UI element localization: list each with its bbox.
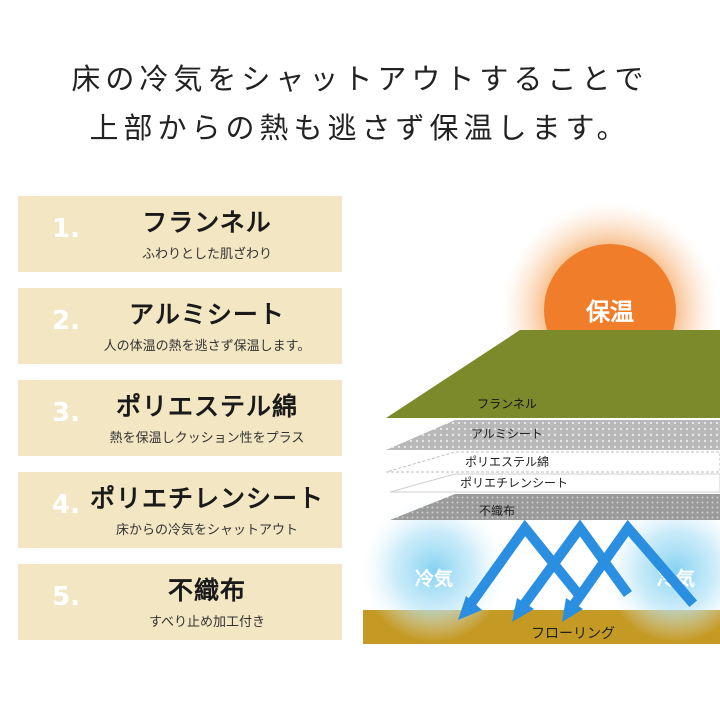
layer-nonwoven-band xyxy=(390,494,720,520)
layer-card-nonwoven: 5. 不織布 すべり止め加工付き xyxy=(18,564,342,640)
layer-description: 人の体温の熱を逃さず保温します。 xyxy=(103,339,311,354)
arrow-head-1 xyxy=(458,596,482,620)
arrow-head-2 xyxy=(512,598,534,622)
diagram-label-aluminum: アルミシート xyxy=(471,427,543,441)
layer-description: 熱を保温しクッション性をプラス xyxy=(109,431,305,446)
layer-description: すべり止め加工付き xyxy=(148,615,266,630)
layer-card-polyethylene-sheet: 4. ポリエチレンシート 床からの冷気をシャットアウト xyxy=(18,472,342,548)
layer-number: 5. xyxy=(52,582,80,612)
layer-card-aluminum-sheet: 2. アルミシート 人の体温の熱を逃さず保温します。 xyxy=(18,288,342,364)
layer-description: 床からの冷気をシャットアウト xyxy=(115,523,298,538)
layer-title: 不織布 xyxy=(167,576,246,605)
warm-label: 保温 xyxy=(585,298,634,326)
layer-number: 2. xyxy=(52,306,80,336)
cold-arrow-3 xyxy=(563,519,698,617)
cold-air-arrows xyxy=(463,519,698,617)
layer-title: フランネル xyxy=(142,208,272,237)
layer-aluminum-band xyxy=(386,420,720,450)
layer-title: アルミシート xyxy=(129,300,285,329)
layer-flannel-band xyxy=(386,330,720,418)
cold-arrow-2 xyxy=(513,519,632,617)
cold-label-left: 冷気 xyxy=(415,567,453,590)
layer-number: 4. xyxy=(52,490,80,520)
cold-arrow-heads xyxy=(458,596,583,622)
layer-title: ポリエチレンシート xyxy=(89,484,324,513)
layer-polyethylene-band xyxy=(389,473,720,493)
layer-polyester-band xyxy=(385,451,720,473)
layer-title: ポリエステル綿 xyxy=(115,392,298,421)
diagram-label-polyester: ポリエステル綿 xyxy=(465,455,549,469)
diagram-label-flannel: フランネル xyxy=(477,397,537,411)
layer-number: 3. xyxy=(52,398,80,428)
headline-line-1: 床の冷気をシャットアウトすることで xyxy=(71,62,649,96)
layer-card-polyester-batting: 3. ポリエステル綿 熱を保温しクッション性をプラス xyxy=(18,380,342,456)
headline-line-2: 上部からの熱も逃さず保温します。 xyxy=(89,111,631,145)
layer-description: ふわりとした肌ざわり xyxy=(141,247,272,262)
cold-arrow-1 xyxy=(463,519,583,612)
layer-card-flannel: 1. フランネル ふわりとした肌ざわり xyxy=(18,196,342,272)
layer-number: 1. xyxy=(52,214,80,244)
diagram-label-nonwoven: 不織布 xyxy=(479,504,515,518)
arrow-head-3 xyxy=(562,598,583,622)
diagram-label-polyethylene: ポリエチレンシート xyxy=(460,476,568,490)
floor-label: フローリング xyxy=(531,626,615,642)
